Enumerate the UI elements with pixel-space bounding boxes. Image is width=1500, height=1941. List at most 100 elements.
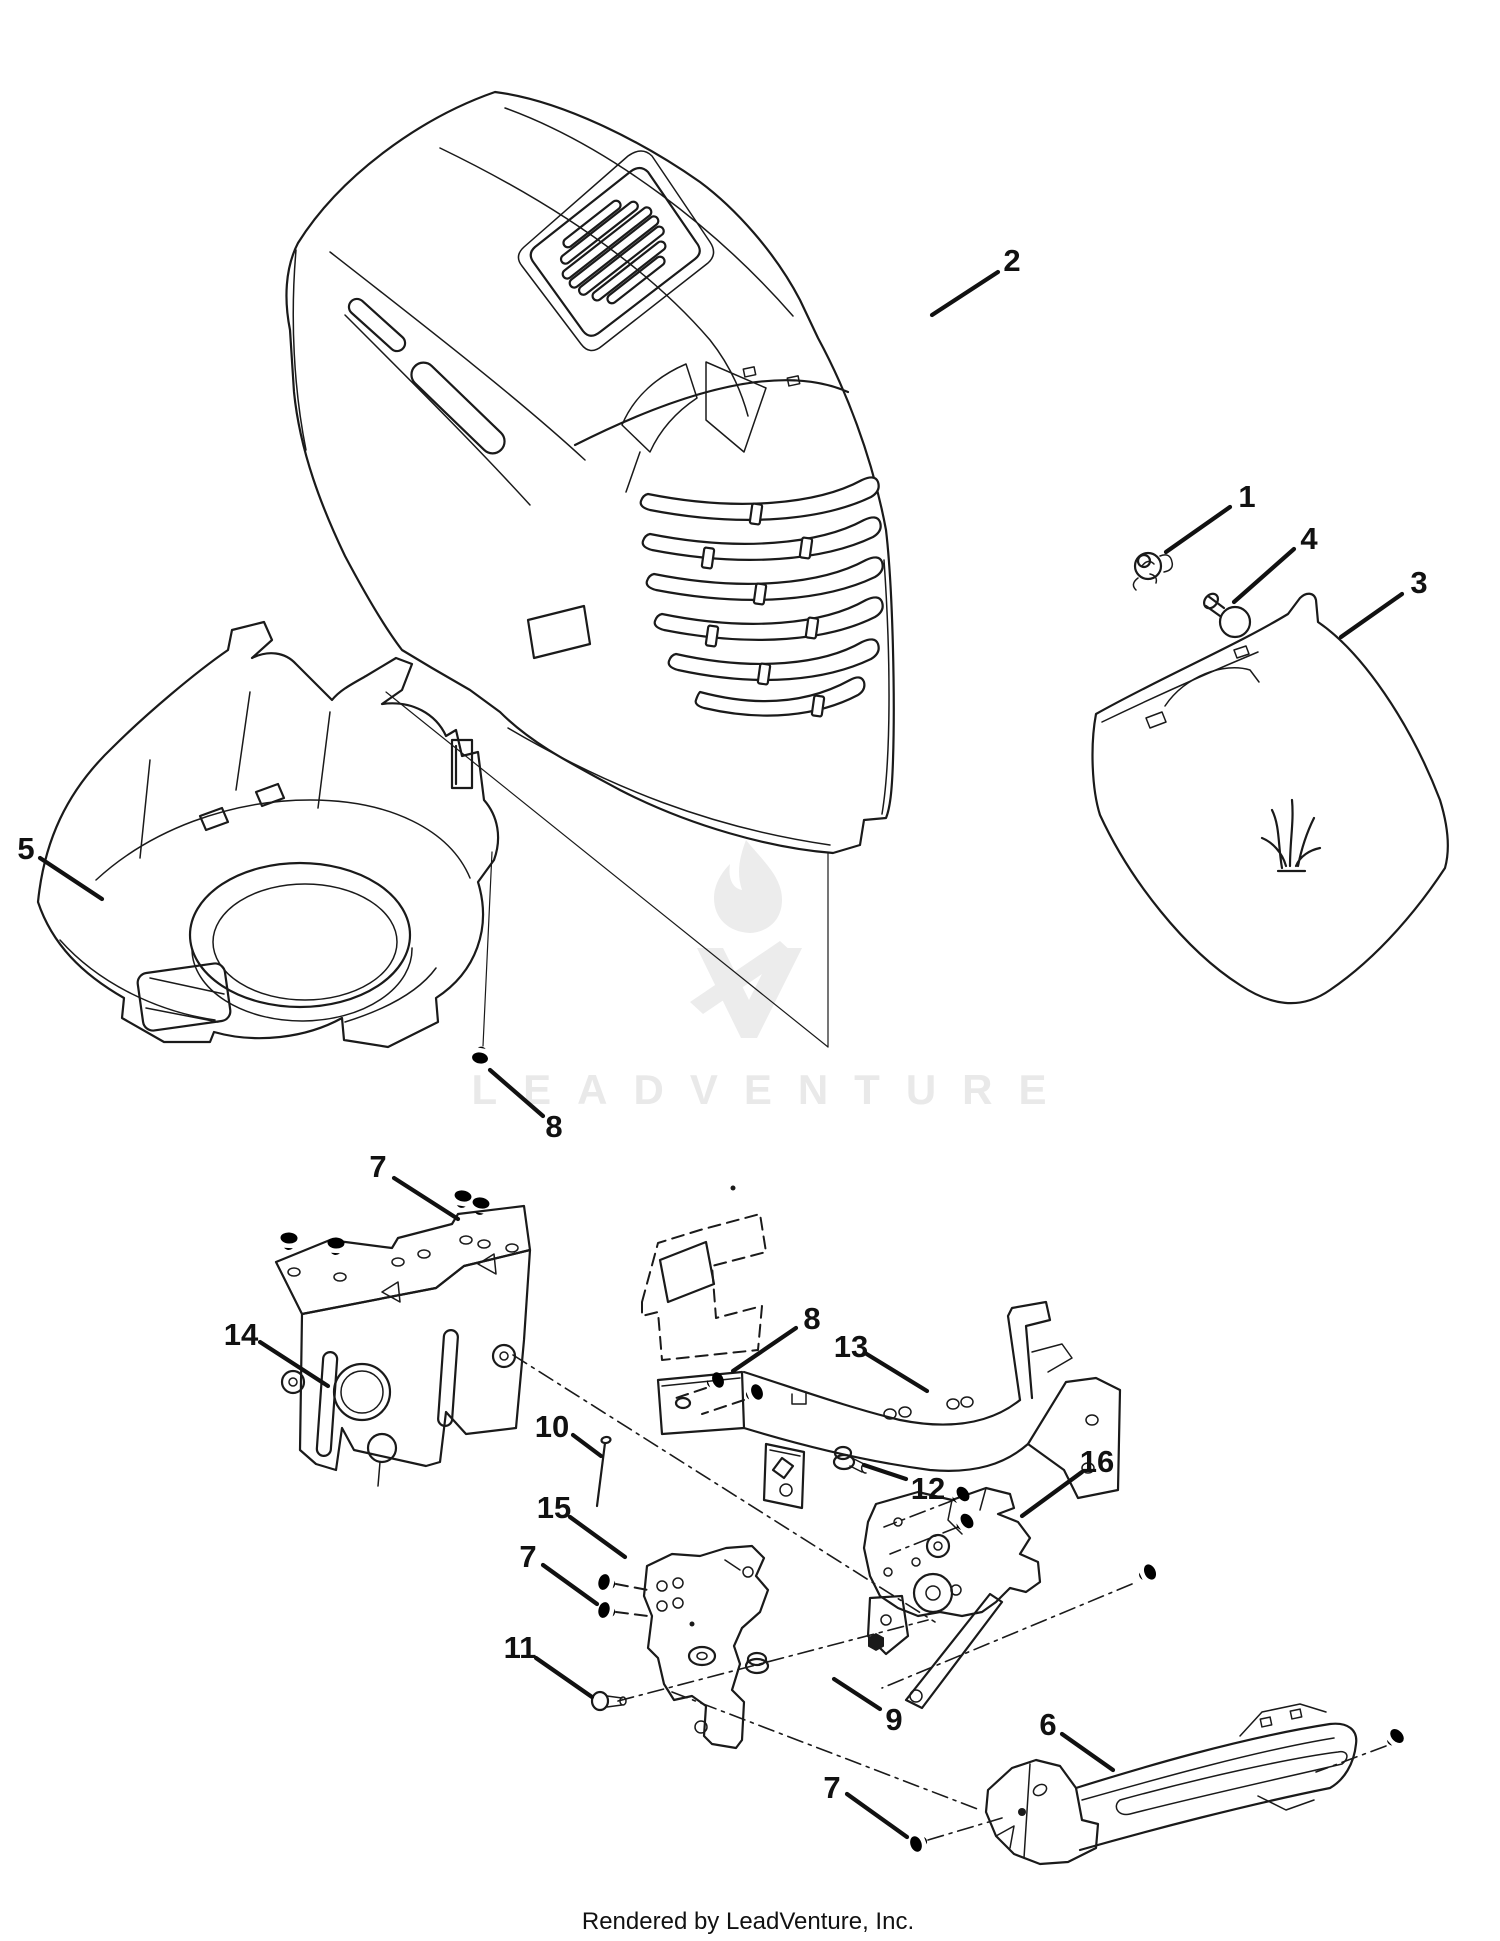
latch-bracket-16-part bbox=[862, 1486, 1042, 1710]
watermark-text: LEADVENTURE bbox=[471, 1066, 1072, 1113]
callout-9: 9 bbox=[885, 1702, 902, 1737]
bracket13-notch bbox=[791, 1391, 807, 1405]
pin-part bbox=[595, 1435, 612, 1508]
bracket14-front-face bbox=[298, 1248, 532, 1472]
leader-15 bbox=[567, 1514, 628, 1560]
bolt-11-part bbox=[590, 1690, 627, 1712]
hood-crease-a bbox=[439, 147, 749, 417]
bumper-rear-plate bbox=[1239, 1703, 1327, 1811]
screw-icon-7b-1 bbox=[596, 1572, 625, 1595]
bracket13-right-plate bbox=[1026, 1376, 1122, 1500]
bumper-part bbox=[984, 1703, 1358, 1866]
bracket13-rail-top bbox=[742, 1370, 1022, 1426]
v-monogram-icon bbox=[697, 948, 802, 1038]
bracket16-leg bbox=[904, 1592, 1004, 1710]
headlight-recess-left bbox=[621, 363, 698, 453]
callout-14: 14 bbox=[224, 1317, 259, 1352]
flame-icon bbox=[714, 840, 782, 933]
callout-6: 6 bbox=[1039, 1707, 1056, 1742]
shroud-rim bbox=[95, 799, 471, 881]
bracket16-outline bbox=[862, 1486, 1042, 1618]
hex-nut-dark bbox=[868, 1633, 884, 1651]
hood-side-slot-lower bbox=[410, 361, 506, 455]
callout-1: 1 bbox=[1238, 479, 1255, 514]
hood-skirt-inner bbox=[507, 727, 831, 846]
bracket13-bottom-flange bbox=[762, 1442, 806, 1510]
bulb-part bbox=[1203, 592, 1252, 639]
shroud-side-clip bbox=[450, 738, 474, 790]
callout-16: 16 bbox=[1080, 1444, 1114, 1479]
bumper-bar-groove bbox=[1115, 1750, 1348, 1816]
leader-16 bbox=[1019, 1469, 1085, 1519]
shroud-crease-1 bbox=[139, 759, 151, 859]
bracket13-upright bbox=[1006, 1300, 1052, 1402]
callout-10: 10 bbox=[535, 1409, 569, 1444]
callouts: 2 1 4 3 5 8 7 14 10 8 13 12 16 15 7 11 9… bbox=[17, 243, 1428, 1840]
leader-13 bbox=[862, 1350, 930, 1394]
leader-8b bbox=[730, 1325, 799, 1374]
fan-opening-inner bbox=[212, 883, 398, 1001]
leader-6 bbox=[1059, 1731, 1116, 1773]
screw-icon-16-right bbox=[1129, 1562, 1159, 1588]
hood-label-plate bbox=[526, 604, 592, 660]
leader-9 bbox=[831, 1676, 883, 1712]
hood-vent-louvers bbox=[517, 150, 715, 352]
shroud-skirt-1 bbox=[59, 939, 216, 1021]
bracket-13-part bbox=[656, 1300, 1122, 1510]
callout-12: 12 bbox=[911, 1471, 945, 1506]
shroud-skirt-2 bbox=[344, 967, 437, 1023]
hood-outline bbox=[285, 90, 895, 855]
callout-7a: 7 bbox=[369, 1149, 386, 1184]
leader-2 bbox=[929, 269, 1001, 318]
shroud-crease-3 bbox=[317, 711, 331, 809]
bracket14-gusset-2 bbox=[477, 1253, 497, 1275]
screw-icon-14-2 bbox=[324, 1237, 345, 1302]
shroud-clip-1 bbox=[198, 806, 230, 832]
leadventure-watermark: LEADVENTURE bbox=[471, 840, 1072, 1113]
callout-7c: 7 bbox=[823, 1770, 840, 1805]
bracket14-center-hole bbox=[332, 1362, 392, 1422]
leader-3 bbox=[1338, 591, 1405, 640]
bracket13-rail-bottom bbox=[742, 1426, 1030, 1472]
hood-seam-tab-2 bbox=[786, 375, 801, 387]
hood-grille-bars bbox=[639, 476, 884, 718]
bracket-15-part bbox=[642, 1544, 770, 1750]
hood-crease-b bbox=[329, 251, 586, 461]
fan-rim-sweep bbox=[191, 947, 413, 1022]
hood-left-edge-inner bbox=[292, 249, 307, 451]
leader-4 bbox=[1231, 546, 1297, 605]
bumper-bar-line bbox=[1081, 1737, 1335, 1801]
panel-tab-1 bbox=[1145, 711, 1167, 729]
hood-side-slot-upper bbox=[347, 297, 407, 353]
screw-icon-8b-2 bbox=[736, 1382, 766, 1407]
leader-7b bbox=[540, 1562, 600, 1607]
leader-5 bbox=[37, 855, 105, 902]
callout-13: 13 bbox=[834, 1329, 868, 1364]
nut-9-part bbox=[744, 1651, 770, 1675]
screw-icon-14-3 bbox=[444, 1189, 473, 1255]
callout-3: 3 bbox=[1410, 565, 1427, 600]
bumper-bar-top bbox=[1074, 1722, 1358, 1852]
hood-part bbox=[285, 90, 895, 855]
hood-crease-c bbox=[344, 314, 531, 506]
leader-7a bbox=[391, 1175, 461, 1222]
screw-icon-6-right bbox=[1377, 1726, 1407, 1755]
panel-tab-2 bbox=[1233, 645, 1250, 659]
bracket15-outline bbox=[642, 1544, 770, 1750]
grass-logo-icon bbox=[1260, 798, 1322, 873]
shroud-screw-line bbox=[482, 851, 493, 1047]
callout-5: 5 bbox=[17, 831, 34, 866]
grille-insert-part bbox=[1091, 592, 1449, 1005]
leader-14 bbox=[257, 1339, 331, 1389]
hidden-bracket-outline bbox=[641, 1185, 767, 1361]
bracket16-bottom-tab bbox=[866, 1594, 910, 1656]
callout-11: 11 bbox=[504, 1630, 537, 1665]
leader-10 bbox=[570, 1432, 604, 1459]
headlight-recess-right bbox=[705, 361, 767, 453]
hood-seam-tab-1 bbox=[742, 366, 757, 378]
leader-11 bbox=[533, 1655, 595, 1700]
leader-8a bbox=[487, 1067, 546, 1119]
callout-7b: 7 bbox=[519, 1539, 536, 1574]
bracket14-slot-2 bbox=[437, 1328, 459, 1428]
